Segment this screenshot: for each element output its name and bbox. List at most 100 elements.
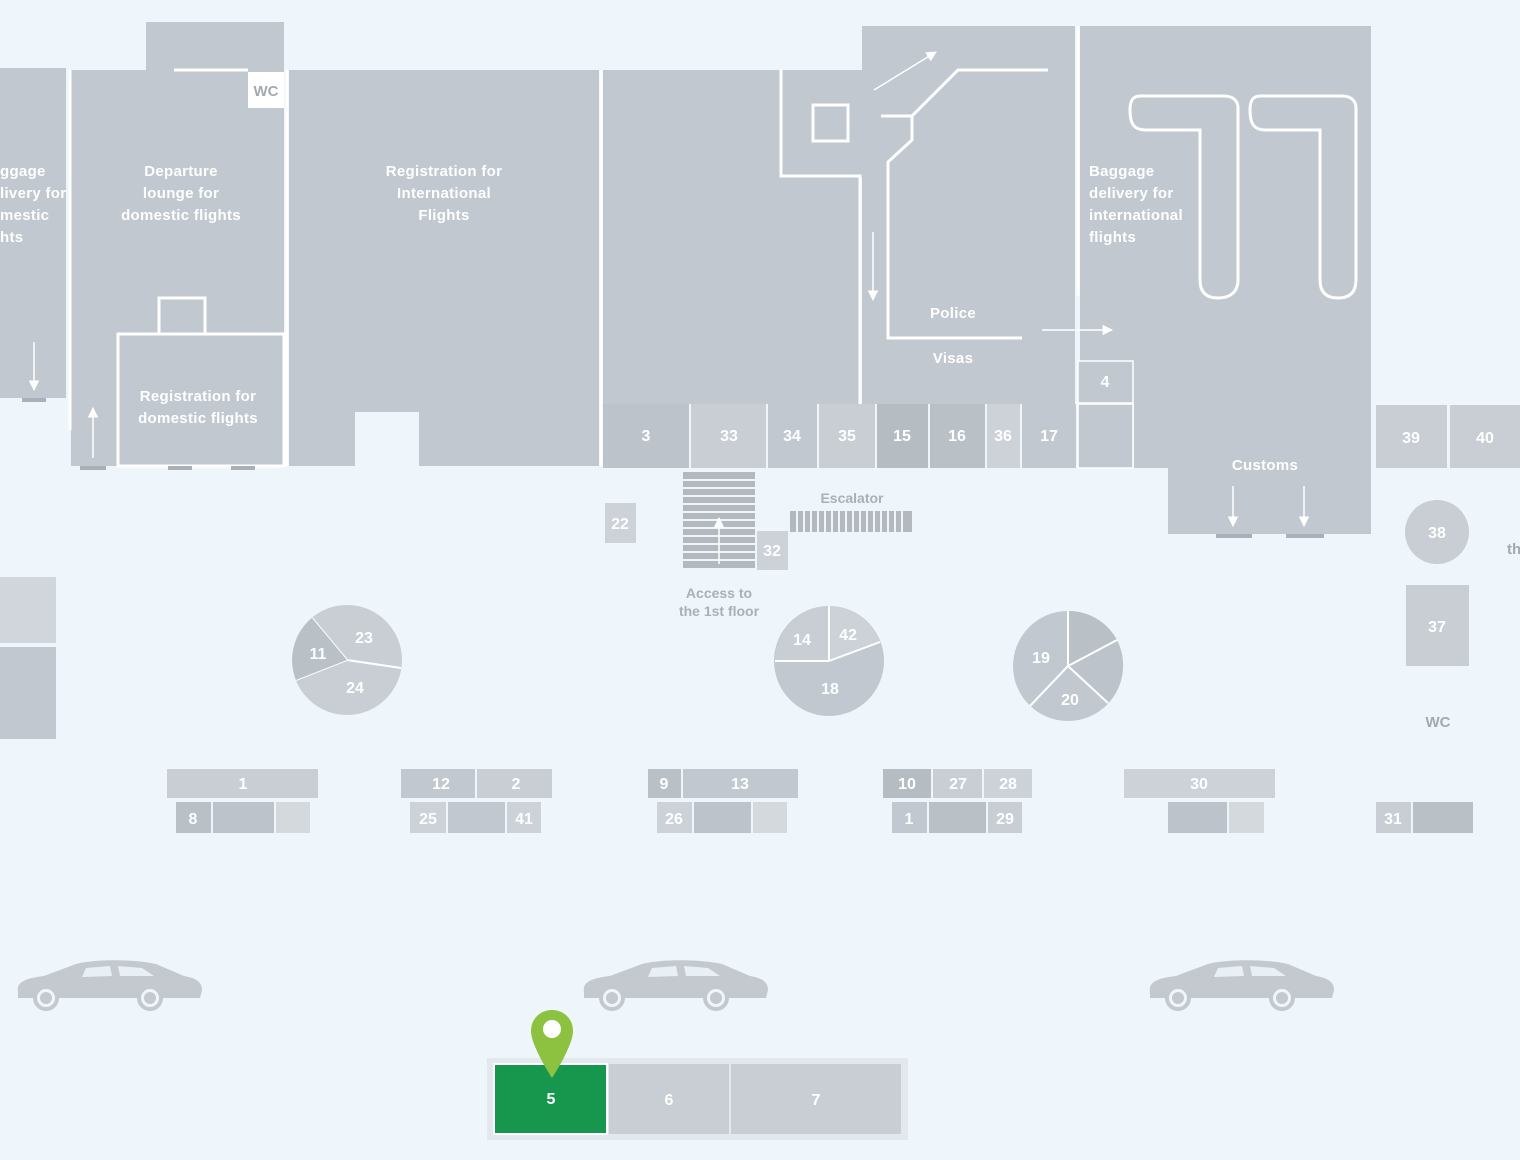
kiosk-11[interactable] (292, 618, 347, 680)
zone-baggage-international: Baggage delivery for international fligh… (1089, 163, 1183, 246)
svg-text:19: 19 (1032, 650, 1050, 667)
desk-group-5: 30 (1124, 769, 1275, 833)
access-1st-floor-label: Access to the 1st floor (679, 585, 760, 619)
desk-10[interactable] (883, 769, 931, 798)
car-icon (583, 960, 768, 1011)
svg-text:Registration for: Registration for (140, 388, 256, 405)
svg-text:lounge for: lounge for (143, 185, 219, 202)
svg-text:24: 24 (346, 680, 364, 697)
svg-text:Baggage: Baggage (1089, 163, 1154, 180)
parking-spot-5-selected[interactable] (493, 1063, 608, 1135)
desk-13[interactable] (683, 769, 798, 798)
counter-22[interactable] (605, 503, 636, 543)
desk-1[interactable] (167, 769, 318, 798)
svg-text:9: 9 (660, 776, 669, 793)
svg-text:26: 26 (665, 811, 683, 828)
desk-30[interactable] (1124, 769, 1275, 798)
counter-34[interactable] (768, 404, 817, 468)
terminal-building (0, 22, 1371, 739)
svg-text:6: 6 (665, 1092, 674, 1109)
svg-text:7: 7 (812, 1092, 821, 1109)
desk-12[interactable] (401, 769, 475, 798)
counter-40[interactable] (1450, 405, 1520, 468)
counter-38[interactable] (1405, 500, 1469, 564)
svg-text:4: 4 (1101, 374, 1110, 391)
desk-25[interactable] (410, 802, 446, 833)
counter-36[interactable] (987, 404, 1020, 468)
svg-text:8: 8 (189, 811, 198, 828)
svg-text:1: 1 (239, 776, 248, 793)
svg-text:1: 1 (905, 811, 914, 828)
svg-text:18: 18 (821, 681, 839, 698)
svg-text:Access to: Access to (686, 585, 752, 601)
svg-text:flights: flights (1089, 229, 1136, 246)
wc-label-right: WC (1426, 714, 1451, 731)
desk-group-2: 12 2 25 41 (401, 769, 552, 833)
desk-28[interactable] (984, 769, 1032, 798)
svg-text:15: 15 (893, 428, 911, 445)
parking-spot-6[interactable] (609, 1064, 729, 1134)
svg-text:livery for: livery for (0, 185, 66, 202)
door-marks (22, 398, 1324, 538)
desk-27[interactable] (933, 769, 982, 798)
desk-29[interactable] (988, 802, 1022, 833)
desk-1b[interactable] (892, 802, 927, 833)
parking-spot-7[interactable] (731, 1064, 901, 1134)
counter-16[interactable] (930, 404, 985, 468)
svg-text:34: 34 (783, 428, 801, 445)
counter-17[interactable] (1022, 404, 1076, 468)
desk-41[interactable] (507, 802, 541, 833)
svg-text:2: 2 (512, 776, 521, 793)
zone-baggage-domestic: ggage livery for mestic hts (0, 163, 66, 246)
svg-text:40: 40 (1476, 430, 1494, 447)
counter-33[interactable] (691, 404, 766, 468)
desk-9[interactable] (648, 769, 681, 798)
svg-text:31: 31 (1384, 811, 1402, 828)
svg-text:35: 35 (838, 428, 856, 445)
car-icon (17, 960, 202, 1011)
desk-26[interactable] (657, 802, 692, 833)
svg-text:hts: hts (0, 229, 23, 246)
escalator (790, 511, 912, 532)
kiosk-42[interactable] (829, 606, 880, 661)
svg-text:30: 30 (1190, 776, 1208, 793)
kiosk-cluster-a: 11 23 24 (292, 605, 402, 715)
svg-text:23: 23 (355, 630, 373, 647)
wc-label: WC (254, 83, 279, 100)
svg-text:28: 28 (999, 776, 1017, 793)
visas-label: Visas (933, 350, 973, 367)
svg-text:29: 29 (996, 811, 1014, 828)
counter-35[interactable] (819, 404, 875, 468)
counter-row: 3 33 34 35 15 16 36 17 4 39 40 (603, 360, 1520, 469)
svg-text:22: 22 (611, 516, 629, 533)
svg-text:20: 20 (1061, 692, 1079, 709)
parking-spots: 5 6 7 (487, 1058, 908, 1140)
svg-text:41: 41 (515, 811, 533, 828)
kiosk-cluster-c: 19 20 (1013, 610, 1124, 721)
counter-32[interactable] (757, 531, 788, 570)
zone-registration-domestic: Registration for domestic flights (138, 388, 258, 427)
svg-text:38: 38 (1428, 525, 1446, 542)
kiosk-14[interactable] (775, 606, 829, 661)
zone-departure-lounge: Departure lounge for domestic flights (121, 163, 241, 224)
svg-text:the 1st floor: the 1st floor (679, 603, 760, 619)
counter-37[interactable] (1406, 585, 1469, 666)
desk-2[interactable] (477, 769, 552, 798)
svg-text:37: 37 (1428, 619, 1446, 636)
desk-31[interactable] (1376, 802, 1411, 833)
svg-text:16: 16 (948, 428, 966, 445)
counter-39[interactable] (1376, 405, 1447, 468)
counter-15[interactable] (877, 404, 928, 468)
desk-8[interactable] (176, 802, 211, 833)
desk-group-6: 31 (1376, 802, 1473, 833)
direction-arrows (28, 51, 1310, 528)
map-pin-icon[interactable] (531, 1010, 573, 1078)
svg-text:39: 39 (1402, 430, 1420, 447)
svg-text:Registration for: Registration for (386, 163, 502, 180)
svg-text:International: International (397, 185, 491, 202)
counter-4[interactable] (1077, 360, 1134, 404)
svg-text:5: 5 (547, 1091, 556, 1108)
counter-3[interactable] (603, 404, 689, 468)
svg-text:delivery for: delivery for (1089, 185, 1173, 202)
